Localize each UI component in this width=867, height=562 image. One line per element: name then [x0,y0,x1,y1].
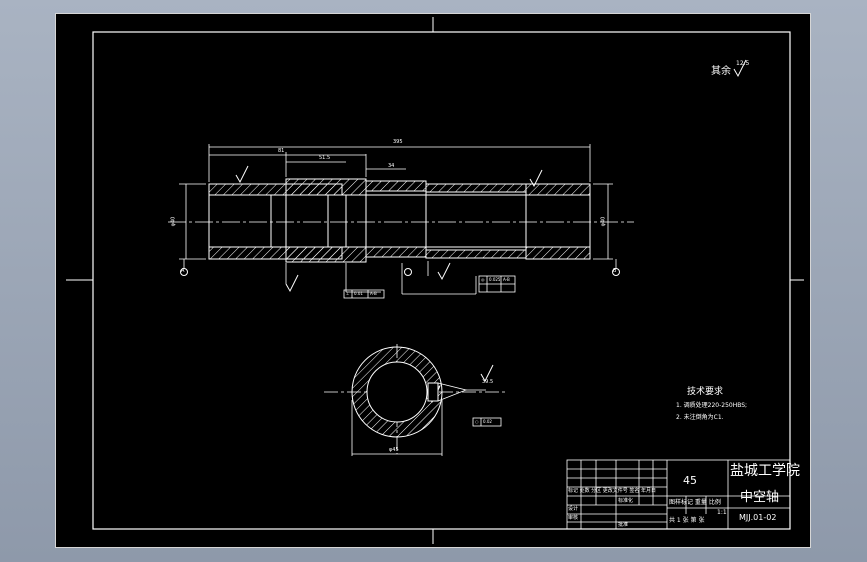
centering-marks [66,17,804,544]
standard-label: 标准化 [618,498,634,504]
dim-section-keyway: 39.5 [482,379,494,385]
shaft-section-view [324,344,506,456]
material-label: 45 [683,474,697,487]
tolerance-2-value: 0.025 [489,277,501,282]
dim-left-segment: 81 [278,148,285,154]
part-name: 中空轴 [740,490,780,505]
tolerance-2-symbol: ◎ [481,277,485,282]
surface-finish-note: 其余 [711,66,731,77]
checker-label: 审核 [568,515,579,521]
approve-label: 批准 [618,522,629,528]
dim-overall-length: 395 [393,139,403,145]
hatch-lower-right [425,249,527,259]
roughness-symbols [235,59,747,404]
shaft-main-view [168,59,747,427]
scale-header: 图样标记 重量 比例 [669,499,721,506]
tech-requirements-title: 技术要求 [687,387,724,397]
tolerance-1-datum: A-B [370,291,377,296]
hatch-upper-mid [365,180,427,192]
tolerance-1-symbol: ⊥ [346,291,350,296]
scale-value: 1:1 [717,509,727,516]
dim-left-bore: φ40 [170,216,177,227]
tech-requirement-2: 2. 未注倒角为C1. [676,414,724,421]
dim-section-width: φ45 [389,447,399,453]
surface-finish-value: 12.5 [736,60,750,67]
sheet-info: 共 1 张 第 张 [669,517,705,524]
hatch-lower-end [525,246,591,260]
hatch-upper-end [525,183,591,196]
tolerance-frames [343,275,516,427]
hatch-lower-hub [285,246,367,263]
hatch-upper-right [425,183,527,193]
drawing-number: MJJ.01-02 [739,513,777,522]
dim-middle-segment: 51.5 [319,155,331,161]
institution-name: 盐城工学院 [730,463,800,479]
hatch-lower-mid [365,246,427,258]
datum-b: B [613,268,617,274]
hatch-upper-hub [285,178,367,196]
tolerance-2-datum: A-B [503,277,510,282]
dim-right-segment: 34 [388,163,395,169]
dim-right-bore: φ40 [600,216,607,227]
revision-header: 标记 处数 分区 更改文件号 签名 年月日 [568,488,656,494]
tolerance-3-value: 0.02 [483,419,492,424]
title-block-grid [566,459,791,530]
drawing-sheet: 其余 12.5 技术要求 1. 调质处理220-250HBS; 2. 未注倒角为… [55,13,811,548]
tech-requirement-1: 1. 调质处理220-250HBS; [676,402,748,409]
tolerance-1-value: 0.01 [354,291,363,296]
datum-symbols [180,268,620,276]
datum-a: A [181,268,185,274]
designer-label: 设计 [568,506,579,512]
drawing-border [92,31,791,530]
cad-drawing [66,17,804,544]
tolerance-3-symbol: ○ [475,419,479,424]
